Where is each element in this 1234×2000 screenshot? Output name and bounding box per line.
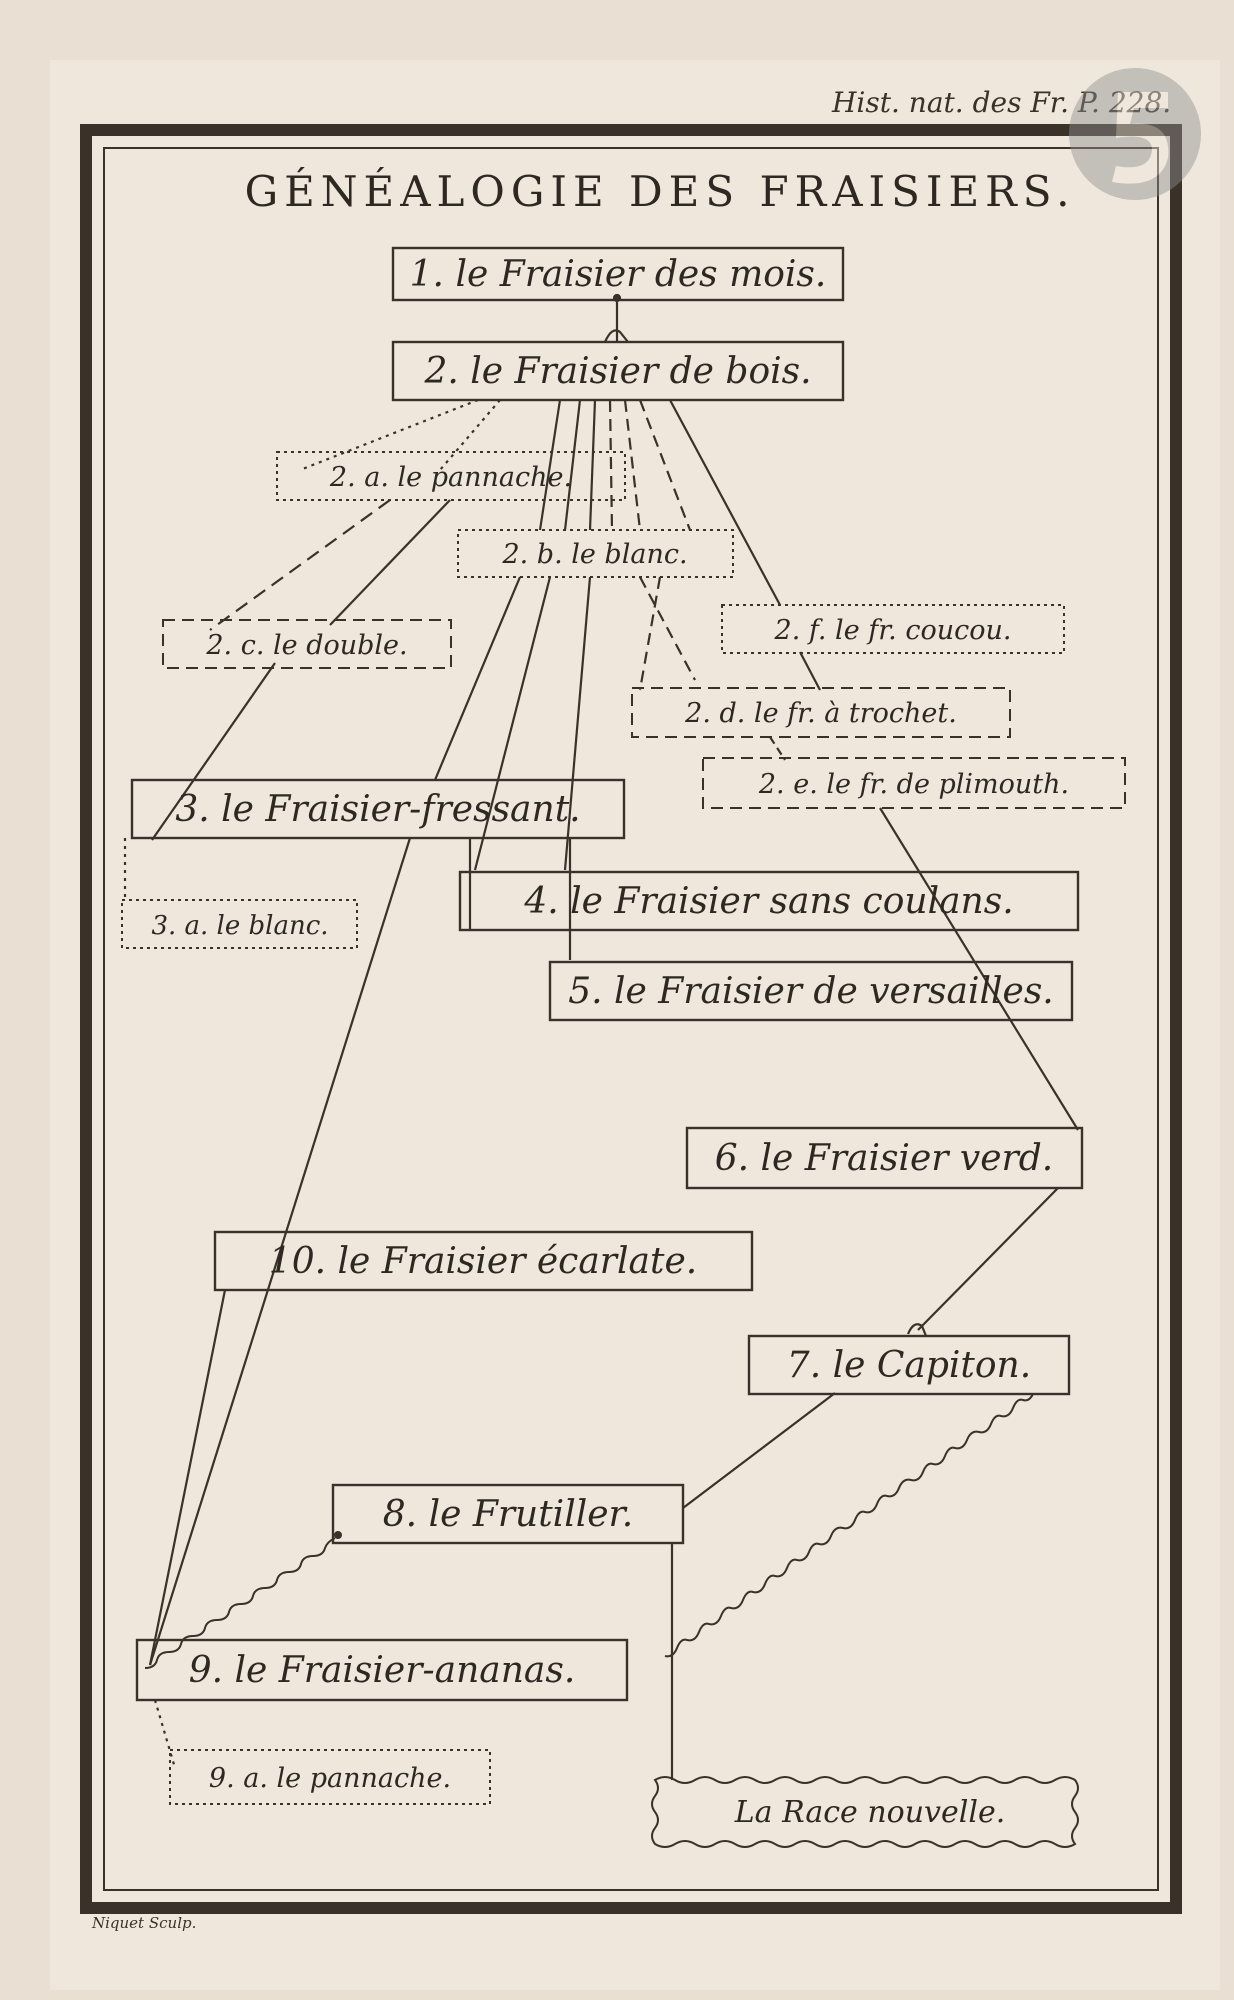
node-n2f-label: 2. f. le fr. coucou.: [774, 615, 1012, 646]
node-nr-label: La Race nouvelle.: [734, 1795, 1005, 1830]
node-n5-label: 5. le Fraisier de versailles.: [568, 971, 1054, 1012]
edge-2b-to-2d-b: [638, 576, 662, 691]
edge-1-to-2-hook: [603, 329, 629, 343]
node-n3a-label: 3. a. le blanc.: [151, 911, 328, 941]
node-boxes: [121, 246, 1126, 1848]
node-n3a-box: [121, 899, 358, 949]
edge-3-to-9: [148, 837, 412, 1666]
node-n2e-label: 2. e. le fr. de plimouth.: [758, 769, 1069, 800]
node-n9-label: 9. le Fraisier-ananas.: [189, 1650, 576, 1691]
node-n9-box: [135, 1638, 629, 1702]
edge-2b-to-3: [433, 576, 522, 781]
edge-2f-to-2d: [799, 651, 821, 691]
edge-2e-to-6: [879, 807, 1079, 1131]
edge-2a-to-3: [329, 499, 451, 626]
engraver-signature: Niquet Sculp.: [91, 1914, 196, 1932]
node-n2a-box: [276, 451, 626, 501]
connector-lines: [123, 293, 1079, 1780]
node-n6-box: [685, 1126, 1084, 1190]
edge-2a-to-2c: [209, 499, 391, 631]
auction-stamp-logo: [1069, 68, 1201, 200]
node-n2e-box: [702, 757, 1126, 809]
edge-2b-to-4: [473, 576, 552, 871]
node-n2f-box: [721, 604, 1065, 654]
node-n9a-box: [169, 1749, 491, 1805]
node-n8-box: [331, 1483, 685, 1545]
node-n10-label: 10. le Fraisier écarlate.: [269, 1241, 697, 1282]
node-n2b-label: 2. b. le blanc.: [501, 539, 687, 570]
node-n5-box: [548, 960, 1074, 1022]
edge-2-to-2b-a: [538, 399, 562, 531]
node-n2d-box: [631, 687, 1011, 738]
node-n3-box: [130, 778, 626, 840]
edge-2-to-2f: [669, 399, 781, 606]
node-n1-box: [391, 246, 845, 302]
node-n3-label: 3. le Fraisier-fressant.: [175, 789, 580, 830]
edge-2-to-2b-e: [623, 399, 642, 531]
node-n7-label: 7. le Capiton.: [787, 1345, 1031, 1386]
diagram-title: GÉNÉALOGIE DES FRAISIERS.: [245, 166, 1076, 216]
node-n8-label: 8. le Frutiller.: [383, 1494, 633, 1535]
edge-7-to-8: [682, 1392, 836, 1509]
paper-sheet: [50, 60, 1220, 1990]
node-n10-box: [213, 1230, 754, 1292]
node-nr-box: [651, 1776, 1079, 1848]
edge-2b-to-5: [563, 576, 592, 871]
node-n2c-box: [162, 619, 452, 669]
node-n4-box: [458, 870, 1080, 932]
edge-2-to-2b-d: [608, 399, 614, 531]
node-n2-box: [391, 340, 845, 402]
node-n6-label: 6. le Fraisier verd.: [715, 1138, 1054, 1179]
node-n1-label: 1. le Fraisier des mois.: [410, 254, 827, 295]
edge-2b-to-2d-a: [639, 576, 696, 681]
node-n2-label: 2. le Fraisier de bois.: [423, 351, 811, 392]
edge-10-to-9: [148, 1289, 227, 1666]
edge-2-to-2b-c: [588, 399, 597, 531]
edge-2-to-2b-b: [563, 399, 582, 531]
plate-border: [80, 124, 1182, 1914]
node-n7-box: [747, 1334, 1071, 1396]
edge-6-to-7: [917, 1187, 1059, 1331]
wavy-connectors: [144, 1393, 1034, 1669]
edge-2c-to-3: [151, 662, 276, 841]
edge-7-to-race-wavy: [664, 1393, 1034, 1658]
node-n2d-label: 2. d. le fr. à trochet.: [684, 698, 957, 729]
node-n9a-label: 9. a. le pannache.: [209, 1763, 451, 1794]
node-n2a-label: 2. a. le pannache.: [329, 462, 572, 493]
edge-6-to-7-hook: [906, 1323, 928, 1337]
edge-2d-to-2e: [769, 736, 786, 761]
edge-2-to-2d: [638, 399, 692, 531]
page-reference: Hist. nat. des Fr. P. 228.: [831, 86, 1171, 119]
edge-8-to-9-wavy: [144, 1537, 336, 1669]
node-n2c-label: 2. c. le double.: [205, 630, 407, 661]
node-labels: 1. le Fraisier des mois. 2. le Fraisier …: [151, 254, 1069, 1830]
node-n4-label: 4. le Fraisier sans coulans.: [523, 881, 1013, 922]
